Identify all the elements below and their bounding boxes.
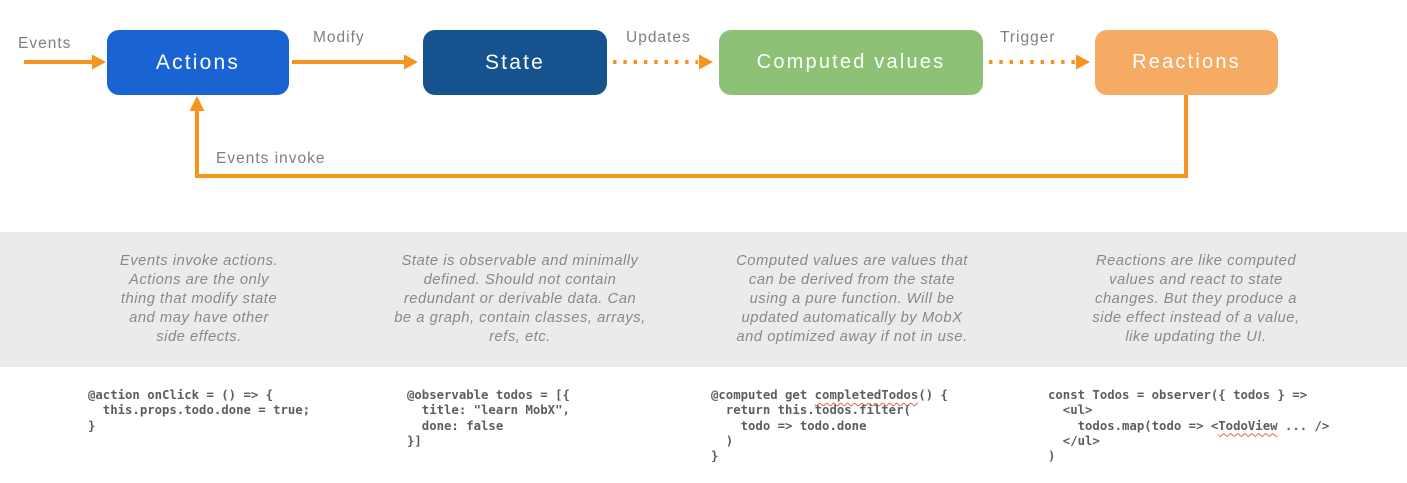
arrow-computed-to-reactions <box>989 54 1090 70</box>
events-label: Events <box>18 35 72 52</box>
flow-arrows <box>24 54 1188 178</box>
events-invoke-label: Events invoke <box>216 150 326 167</box>
code-line: } <box>88 418 96 433</box>
description-line: like updating the UI. <box>1125 329 1267 345</box>
code-line: title: "learn MobX", <box>407 403 570 418</box>
computed-code-snippet: @computed get completedTodos() { return … <box>711 388 948 464</box>
description-line: Reactions are like computed <box>1095 253 1297 269</box>
description-line: defined. Should not contain <box>423 272 617 288</box>
code-text: () { <box>918 388 948 402</box>
spellcheck-squiggle-word: TodoView <box>1218 418 1278 433</box>
description-line: be a graph, contain classes, arrays, <box>394 310 646 326</box>
code-line: todos.map(todo => <TodoView ... /> <box>1048 418 1330 434</box>
description-line: changes. But they produce a <box>1095 291 1297 307</box>
arrow-state-to-computed <box>613 54 713 70</box>
description-line: side effect instead of a value, <box>1092 310 1300 326</box>
description-line: Computed values are values that <box>736 253 968 269</box>
reactions-node: Reactions <box>1095 30 1278 95</box>
description-line: side effects. <box>156 329 242 345</box>
description-line: Events invoke actions. <box>119 253 279 269</box>
description-line: can be derived from the state <box>748 272 956 288</box>
code-line: this.props.todo.done = true; <box>88 403 311 418</box>
code-line: @action onClick = () => { <box>88 388 274 402</box>
state-node: State <box>423 30 607 95</box>
code-text: ... /> <box>1277 418 1330 433</box>
observable-code-snippet: @observable todos = [{ title: "learn Mob… <box>407 388 570 449</box>
state-description: State is observable and minimally define… <box>360 252 680 347</box>
description-line: thing that modify state <box>120 291 278 307</box>
computed-values-description: Computed values are values that can be d… <box>696 252 1008 347</box>
description-line: refs, etc. <box>489 329 551 345</box>
description-line: values and react to state <box>1109 272 1283 288</box>
code-line: @observable todos = [{ <box>407 388 570 402</box>
description-line: Actions are the only <box>129 272 269 288</box>
observer-code-snippet: const Todos = observer({ todos } => <ul>… <box>1048 388 1329 464</box>
modify-label: Modify <box>313 29 365 46</box>
description-line: using a pure function. Will be <box>749 291 955 307</box>
updates-label: Updates <box>626 29 691 46</box>
descriptions-band: Events invoke actions. Actions are the o… <box>0 232 1407 367</box>
code-line: </ul> <box>1048 433 1100 448</box>
code-line: done: false <box>407 418 504 433</box>
description-line: and optimized away if not in use. <box>736 329 968 345</box>
code-line: } <box>711 449 719 464</box>
code-text: todos.map(todo => < <box>1048 418 1219 433</box>
description-line: redundant or derivable data. Can <box>403 291 637 307</box>
code-line: const Todos = observer({ todos } => <box>1048 388 1308 402</box>
description-line: updated automatically by MobX <box>741 310 963 326</box>
action-code-snippet: @action onClick = () => { this.props.tod… <box>88 388 310 434</box>
code-line: ) <box>1048 449 1056 464</box>
computed-values-node: Computed values <box>719 30 983 95</box>
spellcheck-squiggle-word: completedTodos <box>814 388 919 402</box>
code-line: }] <box>407 433 422 448</box>
actions-description: Events invoke actions. Actions are the o… <box>93 252 305 347</box>
code-line: @computed get completedTodos() { <box>711 388 948 403</box>
code-line: ) <box>711 433 734 448</box>
code-line: <ul> <box>1048 403 1093 418</box>
arrow-events-to-actions <box>24 54 106 70</box>
arrow-reactions-feedback-to-actions <box>189 95 1188 178</box>
description-line: and may have other <box>129 310 269 326</box>
code-text: @computed get <box>711 388 815 402</box>
code-line: todo => todo.done <box>711 418 867 433</box>
arrow-actions-to-state <box>292 54 418 70</box>
trigger-label: Trigger <box>1000 29 1056 46</box>
code-line: return this.todos.filter( <box>711 403 911 418</box>
actions-node: Actions <box>107 30 289 95</box>
reactions-description: Reactions are like computed values and r… <box>1051 252 1341 347</box>
description-line: State is observable and minimally <box>401 253 639 269</box>
flow-diagram-area: Events Modify Updates Trigger Events inv… <box>0 0 1407 230</box>
